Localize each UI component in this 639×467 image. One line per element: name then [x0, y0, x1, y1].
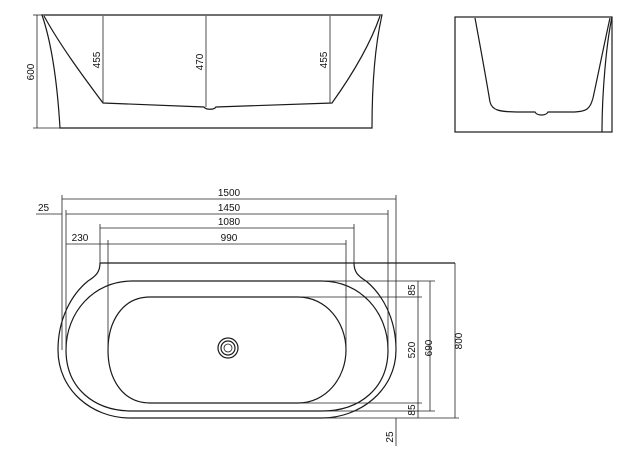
side-view-inner-basin [474, 17, 611, 116]
top-rim-top-label: 85 [407, 284, 418, 296]
side-view [454, 16, 613, 133]
front-height-label: 600 [26, 63, 37, 80]
front-view: 600 455 470 455 [26, 14, 383, 129]
top-edge-left-label: 25 [38, 203, 50, 214]
top-rim-bottom-label: 85 [407, 404, 418, 416]
front-inner-center-label: 470 [195, 53, 206, 70]
front-view-outer-body [41, 14, 383, 129]
top-length-basin-label: 1080 [218, 217, 241, 228]
top-length-drain-label: 990 [221, 233, 238, 244]
top-width-total-label: 800 [454, 332, 465, 349]
front-inner-left-label: 455 [92, 51, 103, 68]
drain-icon [217, 337, 239, 359]
top-width-inner-label: 690 [424, 339, 435, 356]
side-view-outer-profile [601, 16, 613, 133]
front-inner-right-label: 455 [319, 51, 330, 68]
top-edge-bottom-label: 25 [385, 431, 396, 443]
top-view-outer-shell [57, 262, 397, 419]
front-view-inner-basin [43, 15, 381, 110]
side-view-wall-frame [454, 16, 613, 133]
top-rim-left-label: 230 [72, 233, 89, 244]
top-view: 1500 25 1450 1080 230 990 800 690 [36, 188, 465, 446]
top-view-basin [107, 296, 347, 404]
top-length-inner-label: 1450 [218, 203, 241, 214]
top-width-basin-label: 520 [407, 341, 418, 358]
top-view-rim [65, 280, 389, 412]
top-length-total-label: 1500 [218, 188, 241, 199]
